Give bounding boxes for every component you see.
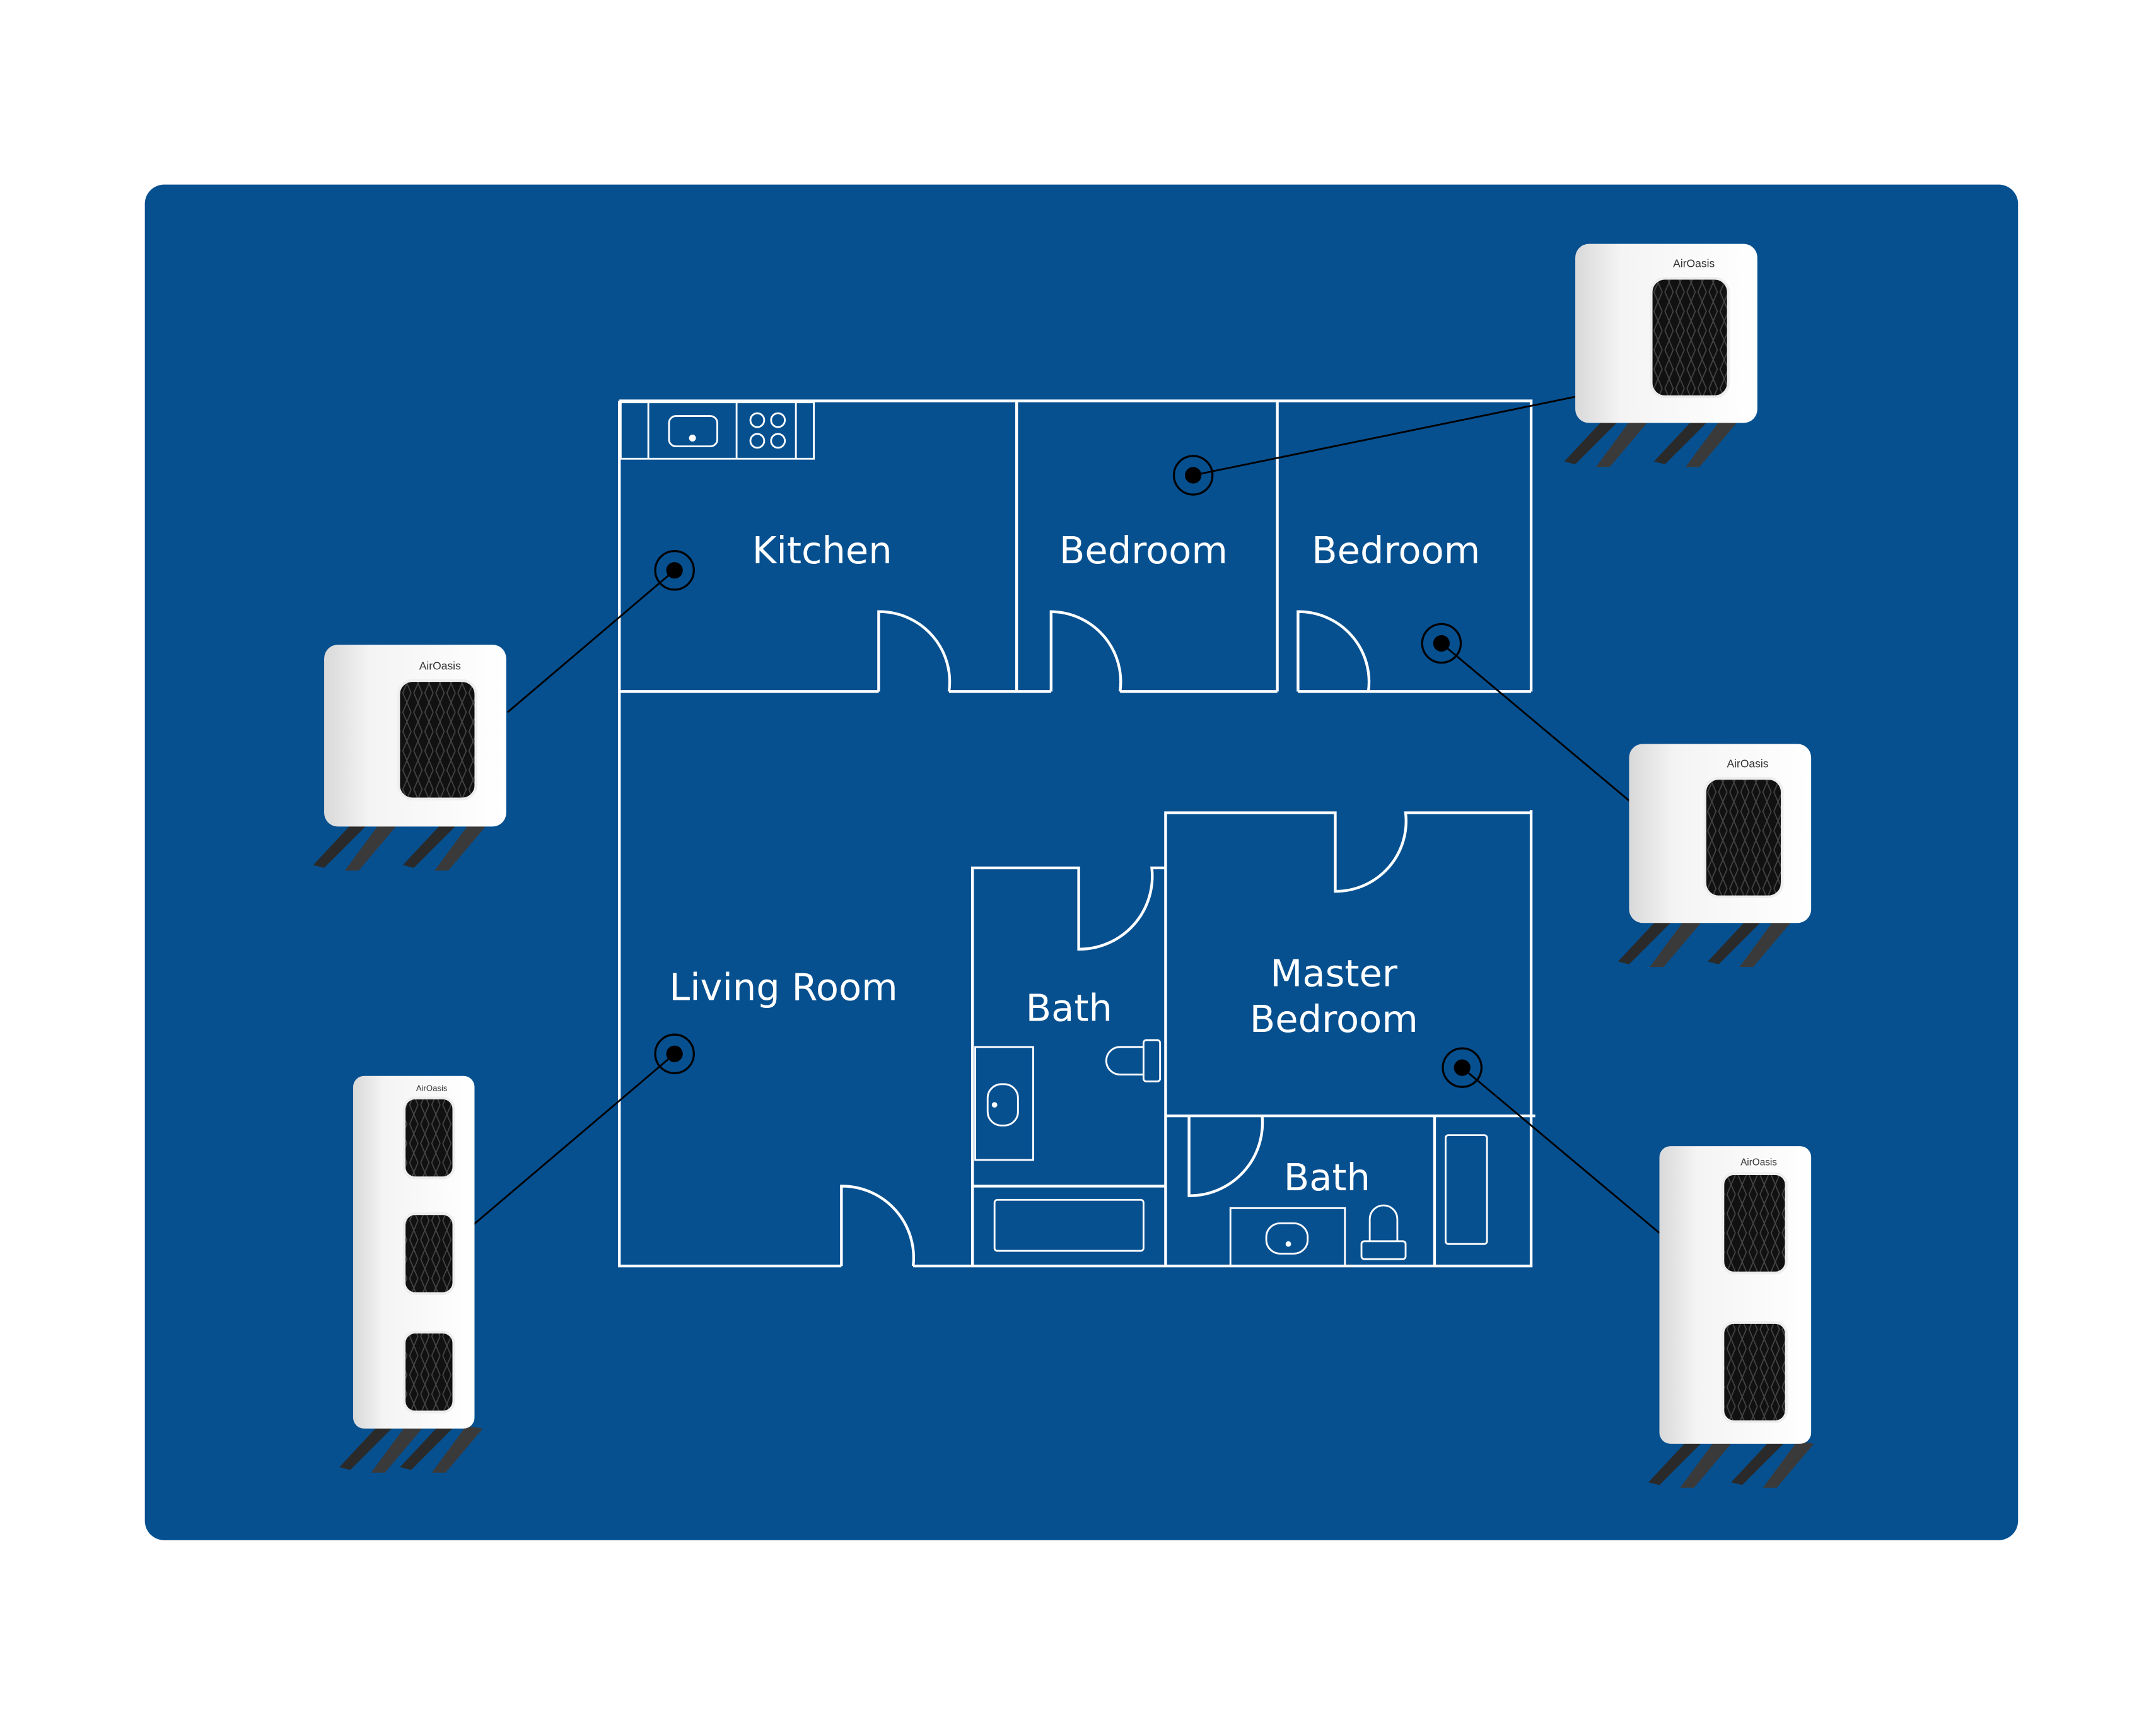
sensor-marker-master-bedroom [1442, 1047, 1483, 1088]
room-label-kitchen: Kitchen [752, 529, 892, 572]
fixtures [619, 401, 1488, 1267]
bath-sink [974, 1046, 1034, 1161]
sensor-marker-bedroom-1 [1172, 455, 1214, 496]
floor-plan-walls [617, 399, 1535, 1268]
room-label-bedroom-2: Bedroom [1312, 529, 1480, 572]
diagram-panel [144, 184, 2019, 1540]
air-purifier-bedroom-1: AirOasis [1564, 243, 1757, 467]
air-purifier-master-bedroom: AirOasis [1648, 1146, 1814, 1488]
brand-logo: AirOasis [416, 1084, 448, 1093]
toilet [1105, 1039, 1162, 1082]
sensor-marker-bedroom-2 [1421, 623, 1462, 664]
brand-logo: AirOasis [1673, 257, 1715, 270]
room-label-bath-1: Bath [1026, 986, 1112, 1029]
bathtub [993, 1198, 1145, 1252]
brand-logo: AirOasis [1740, 1157, 1777, 1168]
shower [1445, 1134, 1488, 1245]
room-label-bath-2: Bath [1284, 1156, 1370, 1199]
room-label-bedroom-1: Bedroom [1059, 529, 1228, 572]
stove [749, 412, 786, 449]
brand-logo: AirOasis [419, 659, 461, 672]
air-purifier-kitchen: AirOasis [313, 645, 506, 871]
connector-lines [471, 395, 1660, 1234]
brand-logo: AirOasis [1727, 758, 1768, 770]
sensor-markers [654, 455, 1483, 1088]
kitchen-sink [668, 415, 718, 448]
sensor-marker-kitchen [654, 549, 695, 591]
room-label-living-room: Living Room [669, 966, 897, 1009]
air-purifier-bedroom-2: AirOasis [1617, 744, 1812, 968]
sensor-marker-living-room [654, 1033, 695, 1074]
air-purifier-living-room: AirOasis [339, 1075, 483, 1473]
room-label-master-bedroom-line1: Master [1270, 952, 1397, 995]
master-toilet [1360, 1204, 1407, 1260]
master-bath-counter [1229, 1207, 1346, 1267]
room-label-master-bedroom-line2: Bedroom [1250, 997, 1418, 1041]
